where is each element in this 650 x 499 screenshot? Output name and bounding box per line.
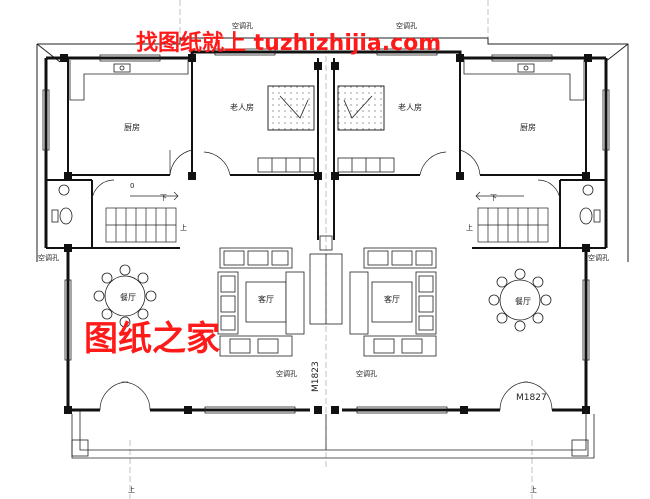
stair-right (475, 191, 549, 243)
watermark-top: 找图纸就上 tuzhizhijia.com (136, 30, 441, 56)
exterior-walls (44, 50, 608, 412)
kitchen-right-counter (463, 60, 585, 101)
stair-left (105, 191, 179, 243)
stair-right-up: 上 (466, 223, 473, 232)
stair-zero-mark: 0 (130, 182, 134, 190)
watermark-center: 图纸之家 (84, 319, 220, 359)
label-ac-side-right: 空调孔 (588, 253, 609, 262)
label-ac-side-left: 空调孔 (38, 253, 59, 262)
columns (60, 54, 592, 414)
door-code-right: M1827 (516, 393, 547, 403)
windows (42, 48, 610, 414)
label-ac-bottom-left: 空调孔 (276, 369, 297, 378)
wardrobes (257, 157, 395, 173)
dining-table-left (93, 264, 157, 328)
bed-right (337, 85, 385, 131)
label-dining-right: 餐厅 (515, 297, 531, 306)
label-ac-bottom-right: 空调孔 (356, 369, 377, 378)
label-elder-left: 老人房 (230, 102, 254, 112)
label-kitchen-left: 厨房 (124, 122, 140, 132)
axis-lines (129, 0, 533, 499)
kitchen-left-counter (69, 60, 189, 101)
bed-left (267, 85, 315, 131)
entrance-right-up: 上 (530, 485, 537, 494)
porch (71, 410, 595, 459)
label-ac-top-right: 空调孔 (396, 21, 417, 30)
stair-left-down: 下 (160, 194, 167, 202)
label-living-left: 客厅 (258, 294, 274, 304)
sofa-set-right (349, 247, 437, 357)
sofa-set-left (217, 247, 305, 357)
label-dining-left: 餐厅 (120, 293, 136, 302)
bathroom-left (51, 184, 73, 225)
label-living-right: 客厅 (384, 294, 400, 304)
door-code-center: M1823 (311, 361, 321, 392)
entrance-left-up: 上 (128, 485, 135, 494)
roof-outline (36, 37, 629, 262)
label-kitchen-right: 厨房 (520, 122, 536, 132)
door-swings (91, 149, 561, 411)
dining-table-right (488, 268, 552, 332)
label-elder-right: 老人房 (398, 102, 422, 112)
central-door (309, 235, 343, 325)
label-ac-top-left: 空调孔 (232, 21, 253, 30)
stair-left-up: 上 (180, 223, 187, 232)
stair-right-down: 下 (490, 194, 497, 202)
bathroom-right (579, 184, 601, 225)
